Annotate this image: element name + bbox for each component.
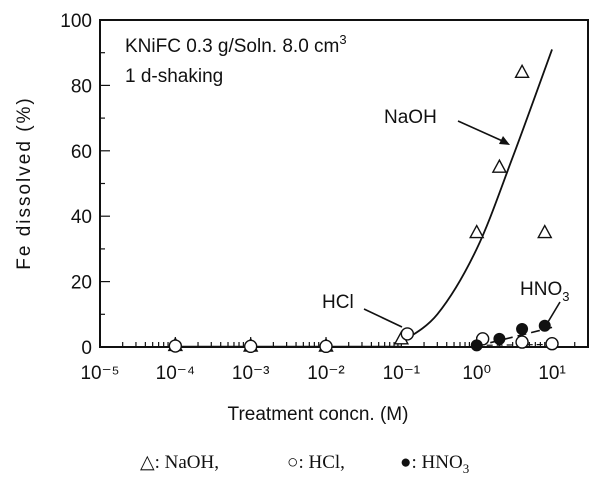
x-axis-title: Treatment concn. (M) bbox=[228, 404, 409, 425]
hno3-point bbox=[470, 339, 483, 352]
y-tick-label: 100 bbox=[60, 11, 92, 32]
tick-labels: 10⁻⁵ 10⁻⁴ 10⁻³ 10⁻² 10⁻¹ 10⁰ 10¹ 0 20 40 60 80 100 bbox=[60, 11, 565, 384]
hcl-point bbox=[545, 337, 559, 351]
arrow-hcl bbox=[363, 308, 403, 328]
y-axis-title: Fe dissolved (%) bbox=[14, 96, 35, 270]
naoh-curve bbox=[400, 49, 553, 343]
hcl-point bbox=[319, 339, 333, 354]
annotation-shaking: 1 d-shaking bbox=[125, 66, 223, 87]
x-tick-label: 10⁻⁵ bbox=[80, 363, 119, 384]
y-tick-label: 80 bbox=[71, 76, 92, 97]
naoh-point bbox=[491, 158, 508, 173]
hno3-point bbox=[493, 332, 506, 345]
x-tick-label: 10⁻³ bbox=[232, 363, 270, 384]
y-tick-label: 40 bbox=[71, 207, 92, 228]
legend: △: NaOH, ○: HCl, ●: HNO3 bbox=[140, 452, 469, 476]
x-tick-label: 10⁰ bbox=[462, 363, 491, 384]
y-tick-label: 60 bbox=[71, 142, 92, 163]
x-tick-label: 10¹ bbox=[538, 363, 565, 384]
legend-hcl: ○: HCl, bbox=[287, 452, 345, 473]
legend-hno3: ●: HNO3 bbox=[400, 452, 469, 476]
arrow-naoh bbox=[457, 120, 508, 144]
hcl-point bbox=[515, 335, 529, 349]
y-tick-label: 0 bbox=[81, 338, 92, 359]
data-markers bbox=[167, 63, 559, 354]
hno3-point bbox=[516, 323, 529, 336]
hcl-point bbox=[400, 327, 415, 341]
naoh-point bbox=[537, 224, 553, 239]
x-tick-label: 10⁻⁴ bbox=[156, 363, 195, 384]
hcl-point bbox=[243, 339, 258, 354]
label-hcl: HCl bbox=[322, 292, 354, 313]
naoh-point bbox=[514, 63, 530, 79]
annotation-conditions: KNiFC 0.3 g/Soln. 8.0 cm3 bbox=[125, 32, 347, 57]
label-hno3: HNO3 bbox=[520, 279, 569, 304]
x-tick-label: 10⁻² bbox=[307, 363, 345, 384]
label-naoh: NaOH bbox=[384, 107, 437, 128]
legend-naoh: △: NaOH, bbox=[140, 452, 219, 473]
naoh-point bbox=[469, 224, 485, 239]
arrowhead-naoh bbox=[499, 136, 510, 145]
hno3-point bbox=[538, 319, 551, 332]
arrow-hno3 bbox=[547, 301, 561, 323]
hcl-point bbox=[168, 339, 183, 353]
fit-curves bbox=[175, 49, 559, 347]
x-tick-label: 10⁻¹ bbox=[383, 363, 421, 384]
y-tick-label: 20 bbox=[71, 273, 92, 294]
